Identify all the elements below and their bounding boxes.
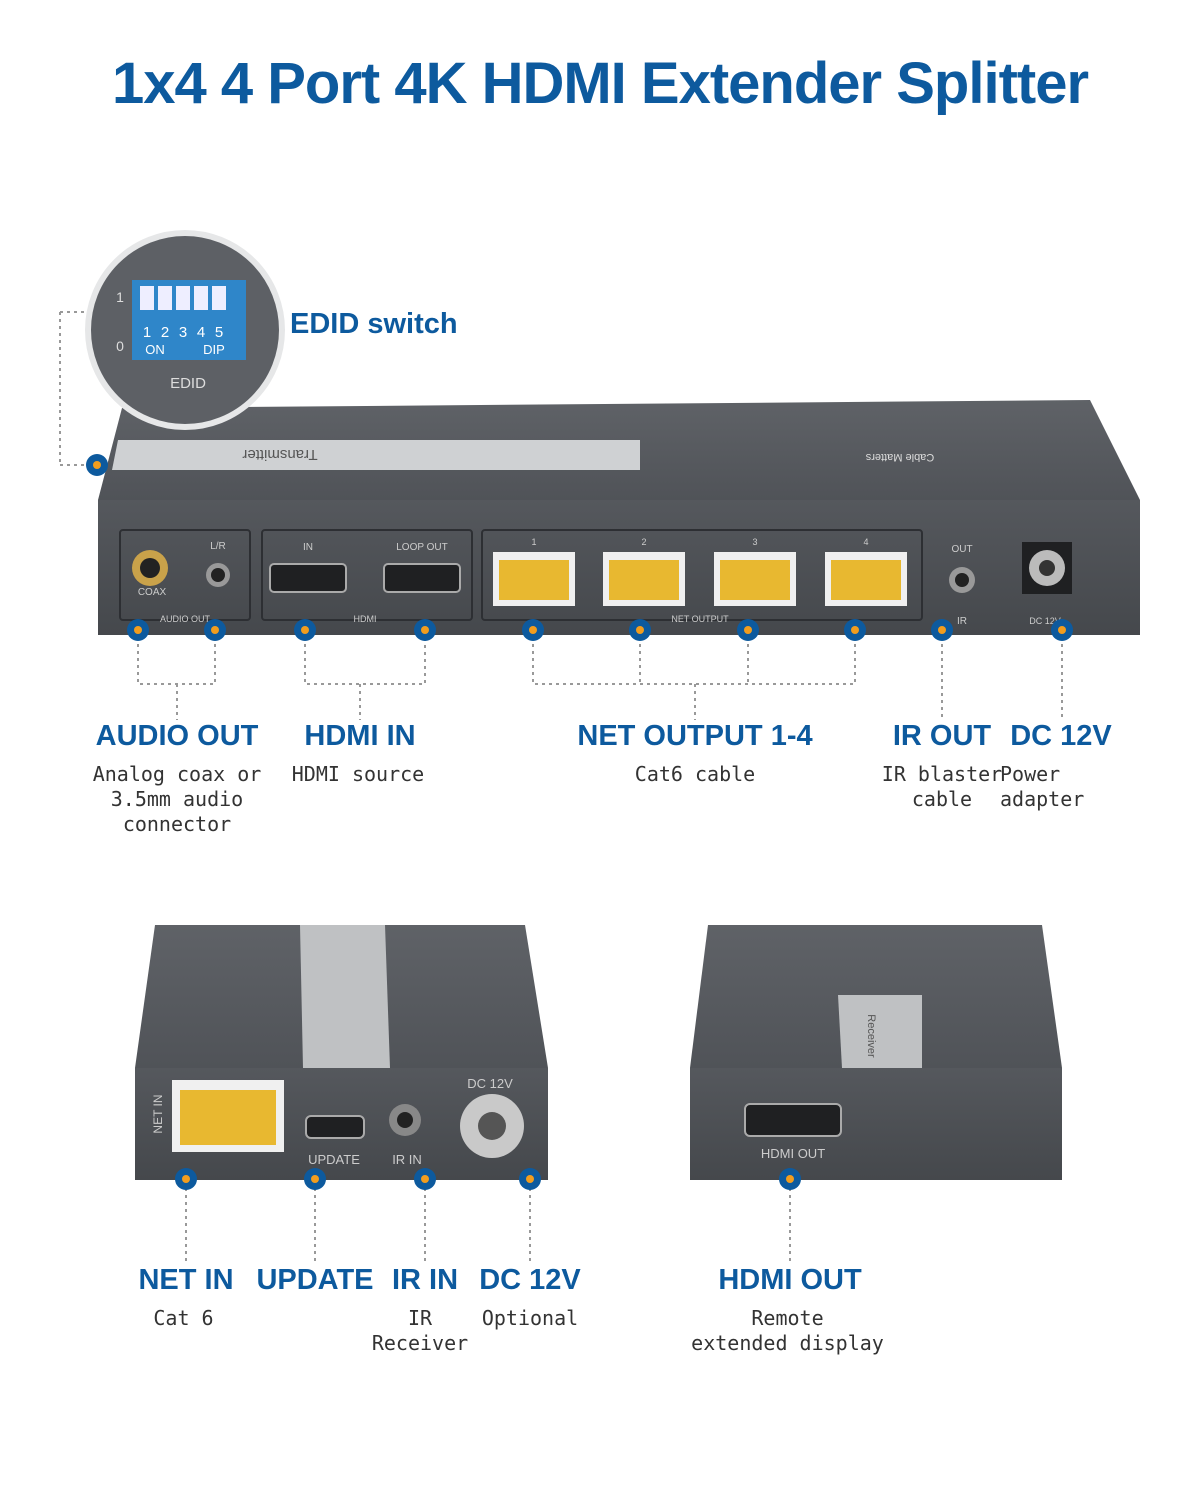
- svg-text:DC 12V: DC 12V: [1029, 616, 1061, 626]
- svg-text:3: 3: [179, 324, 187, 341]
- svg-text:4: 4: [863, 537, 868, 547]
- page-title: 1x4 4 Port 4K HDMI Extender Splitter: [111, 51, 1089, 116]
- callout-rx-dc-12v-title: DC 12V: [479, 1264, 581, 1296]
- transmitter-label-strip: [112, 440, 640, 470]
- svg-text:NET OUTPUT: NET OUTPUT: [671, 614, 729, 624]
- hdmi-loop-out-port: [383, 563, 461, 593]
- svg-text:OUT: OUT: [951, 544, 972, 555]
- callout-rx-dc-12v-desc: Optional: [481, 1306, 579, 1330]
- callout-ir-in-desc: IR Receiver: [371, 1306, 469, 1355]
- svg-text:2: 2: [161, 324, 169, 341]
- rj45-port-2: [603, 552, 685, 606]
- rj45-port-1: [493, 552, 575, 606]
- svg-text:2: 2: [641, 537, 646, 547]
- svg-text:Receiver: Receiver: [865, 1014, 877, 1058]
- rj45-port-3: [714, 552, 796, 606]
- callout-ir-out-title: IR OUT: [892, 720, 992, 752]
- transmitter-brand-text: Cable Matters: [865, 451, 934, 463]
- callout-audio-out-desc: Analog coax or 3.5mm audio connector: [92, 762, 262, 836]
- svg-text:EDID: EDID: [170, 375, 206, 392]
- receiver-left-strip: [300, 925, 390, 1068]
- callout-audio-out-title: AUDIO OUT: [95, 720, 259, 752]
- svg-text:HDMI OUT: HDMI OUT: [761, 1146, 825, 1161]
- svg-text:1: 1: [143, 324, 151, 341]
- svg-text:HDMI: HDMI: [354, 614, 377, 624]
- callout-net-in-title: NET IN: [138, 1264, 234, 1296]
- callout-hdmi-in-title: HDMI IN: [304, 720, 416, 752]
- svg-text:DIP: DIP: [203, 342, 225, 357]
- svg-text:DC 12V: DC 12V: [467, 1076, 513, 1091]
- rj45-port-4: [825, 552, 907, 606]
- svg-text:AUDIO OUT: AUDIO OUT: [160, 614, 211, 624]
- svg-text:IR IN: IR IN: [392, 1152, 422, 1167]
- svg-text:COAX: COAX: [138, 587, 167, 598]
- callout-dc-12v-desc: Power adapter: [1000, 762, 1085, 811]
- svg-text:3: 3: [752, 537, 757, 547]
- callout-dc-12v-title: DC 12V: [1010, 720, 1112, 752]
- callout-net-output-title: NET OUTPUT 1-4: [577, 720, 813, 752]
- dc-power-port: [1039, 560, 1055, 576]
- transmitter-strip-text: Transmitter: [242, 446, 317, 463]
- update-usb-port: [305, 1115, 365, 1139]
- callout-net-output-desc: Cat6 cable: [634, 762, 756, 786]
- receiver-dc-port: [478, 1112, 506, 1140]
- receiver-right-strip: [838, 995, 922, 1068]
- svg-text:5: 5: [215, 324, 223, 341]
- svg-text:0: 0: [116, 338, 124, 354]
- hdmi-out-port: [744, 1103, 842, 1137]
- ir-in-port: [397, 1112, 413, 1128]
- svg-text:1: 1: [531, 537, 536, 547]
- ir-out-port: [955, 573, 969, 587]
- callout-ir-out-desc: IR blaster cable: [881, 762, 1003, 811]
- svg-text:IN: IN: [303, 542, 313, 553]
- lr-audio-port: [211, 568, 225, 582]
- svg-text:IR: IR: [957, 616, 967, 627]
- callout-dots: [86, 454, 1073, 1190]
- callout-net-in-desc: Cat 6: [153, 1306, 214, 1330]
- svg-text:NET IN: NET IN: [151, 1094, 165, 1133]
- svg-text:L/R: L/R: [210, 541, 226, 552]
- svg-text:ON: ON: [145, 342, 165, 357]
- svg-text:LOOP OUT: LOOP OUT: [396, 542, 448, 553]
- dot-edid: [86, 454, 108, 476]
- svg-text:UPDATE: UPDATE: [308, 1152, 360, 1167]
- svg-text:1: 1: [116, 289, 124, 305]
- callout-hdmi-out-title: HDMI OUT: [718, 1264, 862, 1296]
- edid-switch-label: EDID switch: [290, 308, 458, 340]
- callout-hdmi-in-desc: HDMI source: [291, 762, 425, 786]
- callout-update-title: UPDATE: [256, 1264, 374, 1296]
- hdmi-in-port: [269, 563, 347, 593]
- svg-text:4: 4: [197, 324, 205, 341]
- callout-ir-in-title: IR IN: [391, 1264, 459, 1296]
- callout-hdmi-out-desc: Remote extended display: [691, 1306, 884, 1355]
